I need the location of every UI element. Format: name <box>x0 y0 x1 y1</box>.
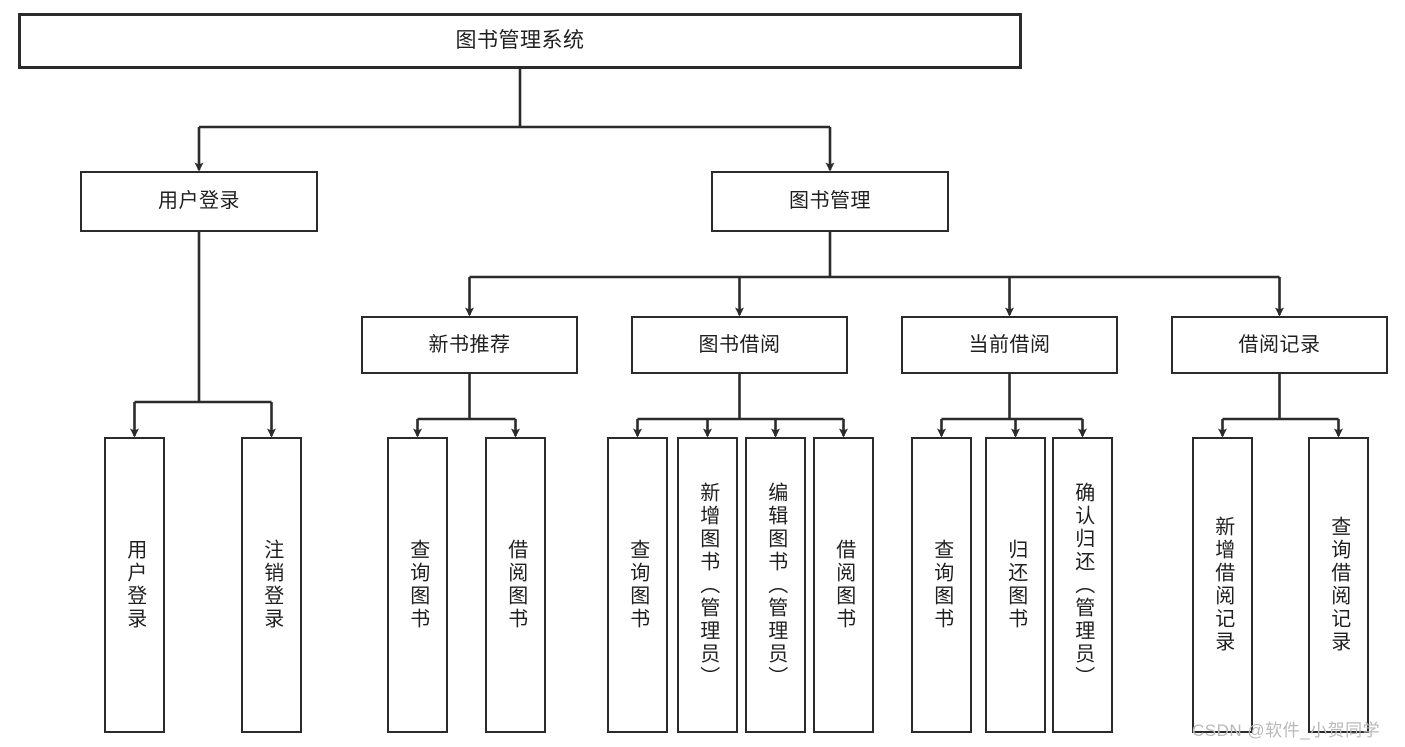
node-leaf-borrow-book[interactable]: 借阅图书 <box>813 437 874 733</box>
node-leaf-user-logout-label: 注销登录 <box>260 539 283 631</box>
node-leaf-user-login[interactable]: 用户登录 <box>104 437 165 733</box>
node-current-borrow-label: 当前借阅 <box>968 333 1051 356</box>
node-new-book-recommend[interactable]: 新书推荐 <box>361 316 578 374</box>
connector-group <box>130 69 1343 438</box>
node-new-book-recommend-label: 新书推荐 <box>428 333 511 356</box>
node-leaf-borrow-book-recommend[interactable]: 借阅图书 <box>485 437 546 733</box>
node-leaf-query-book-borrow-label: 查询图书 <box>626 539 649 631</box>
node-leaf-add-book-admin[interactable]: 新增图书（管理员） <box>677 437 738 733</box>
node-borrow-record-label: 借阅记录 <box>1238 333 1321 356</box>
node-leaf-query-book-recommend[interactable]: 查询图书 <box>387 437 448 733</box>
node-borrow-record[interactable]: 借阅记录 <box>1171 316 1388 374</box>
node-user-login[interactable]: 用户登录 <box>80 171 318 232</box>
node-leaf-query-book-recommend-label: 查询图书 <box>406 539 429 631</box>
node-leaf-query-book-borrow[interactable]: 查询图书 <box>607 437 668 733</box>
node-book-management-label: 图书管理 <box>789 190 871 213</box>
node-leaf-query-borrow-record-label: 查询借阅记录 <box>1327 516 1350 654</box>
node-current-borrow[interactable]: 当前借阅 <box>901 316 1118 374</box>
node-book-borrow-label: 图书借阅 <box>698 333 781 356</box>
node-book-management[interactable]: 图书管理 <box>711 171 949 232</box>
node-leaf-edit-book-admin-label: 编辑图书（管理员） <box>764 481 787 689</box>
node-book-borrow[interactable]: 图书借阅 <box>631 316 848 374</box>
node-leaf-add-book-admin-label: 新增图书（管理员） <box>696 481 719 689</box>
node-leaf-confirm-return-admin-label: 确认归还（管理员） <box>1071 481 1094 689</box>
node-root[interactable]: 图书管理系统 <box>18 13 1022 69</box>
node-leaf-add-borrow-record-label: 新增借阅记录 <box>1211 516 1234 654</box>
node-leaf-query-book-current[interactable]: 查询图书 <box>911 437 972 733</box>
node-leaf-return-book-label: 归还图书 <box>1004 539 1027 631</box>
node-leaf-edit-book-admin[interactable]: 编辑图书（管理员） <box>745 437 806 733</box>
node-leaf-query-borrow-record[interactable]: 查询借阅记录 <box>1308 437 1369 733</box>
node-leaf-query-book-current-label: 查询图书 <box>930 539 953 631</box>
node-leaf-return-book[interactable]: 归还图书 <box>985 437 1046 733</box>
node-user-login-label: 用户登录 <box>158 190 240 213</box>
node-leaf-confirm-return-admin[interactable]: 确认归还（管理员） <box>1052 437 1113 733</box>
node-leaf-user-login-label: 用户登录 <box>123 539 146 631</box>
node-leaf-borrow-book-label: 借阅图书 <box>832 539 855 631</box>
node-leaf-add-borrow-record[interactable]: 新增借阅记录 <box>1192 437 1253 733</box>
node-leaf-borrow-book-recommend-label: 借阅图书 <box>504 539 527 631</box>
node-leaf-user-logout[interactable]: 注销登录 <box>241 437 302 733</box>
csdn-watermark: CSDN @软件_小贺同学 <box>1192 721 1381 740</box>
node-root-label: 图书管理系统 <box>455 29 585 53</box>
